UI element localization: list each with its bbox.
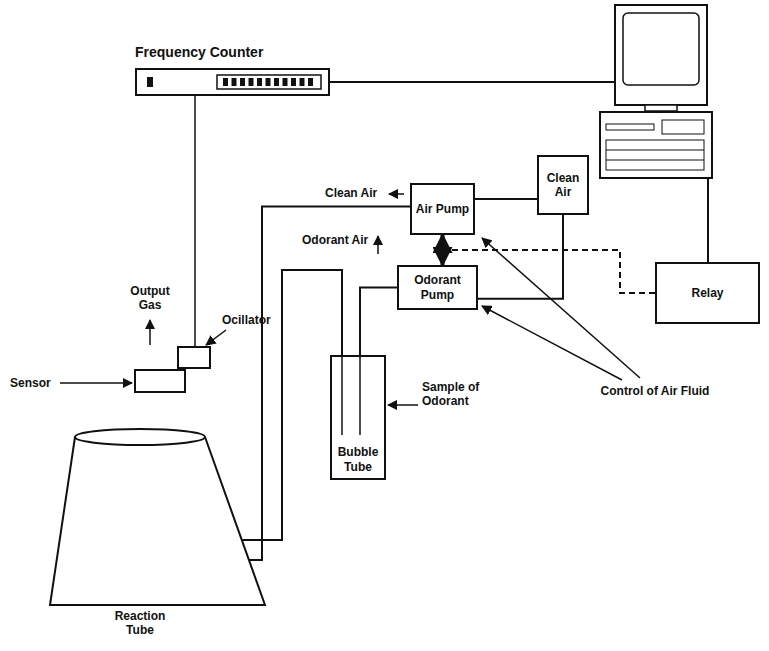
- counter-display: [137, 70, 328, 94]
- node-text: Bubble Tube: [332, 445, 384, 474]
- leader-arrow: [388, 404, 418, 406]
- flow-arrow: [377, 236, 379, 254]
- note-label: Control of Air Fluid: [596, 384, 714, 398]
- air-line: [441, 235, 445, 265]
- node-text: Odorant Pump: [399, 273, 476, 302]
- air-line: [475, 198, 537, 200]
- node-text: Reaction Tube: [102, 609, 178, 638]
- leader-arrow: [60, 382, 132, 384]
- signal-wire: [330, 81, 615, 83]
- source-box: Clean Air: [537, 155, 589, 215]
- bubble-tube: Bubble Tube: [330, 355, 386, 480]
- part-label: Sample of Odorant: [422, 380, 494, 409]
- pump-box: Air Pump: [410, 183, 475, 235]
- leader-arrow: [206, 330, 226, 345]
- relay-box: Relay: [655, 262, 760, 324]
- flow-label: Odorant Air: [302, 233, 368, 247]
- reaction-tube: Reaction Tube: [50, 425, 265, 610]
- node-text: Clean Air: [539, 171, 587, 200]
- signal-wire: [707, 178, 709, 262]
- flow-arrow: [389, 193, 404, 195]
- tube-line: [359, 355, 361, 435]
- air-line: [360, 288, 397, 356]
- part-label: Output Gas: [122, 284, 178, 313]
- node-text: Air Pump: [416, 202, 469, 216]
- leader-arrow: [482, 238, 640, 378]
- leader-arrow: [482, 306, 622, 380]
- air-line: [242, 270, 342, 540]
- air-line: [478, 215, 563, 299]
- pump-box: Odorant Pump: [397, 265, 478, 310]
- signal-wire: [194, 96, 196, 347]
- computer-illustration: [600, 5, 712, 178]
- node-text: Frequency Counter: [135, 44, 263, 61]
- oscillator-symbol: [178, 347, 210, 368]
- relay-control-line: [447, 250, 655, 293]
- sensor-symbol: [135, 370, 185, 392]
- part-label: Sensor: [10, 376, 51, 390]
- tube-line: [341, 355, 343, 435]
- flow-arrow: [149, 320, 151, 345]
- air-line: [249, 206, 410, 560]
- flow-label: Clean Air: [325, 186, 377, 200]
- node-text: Relay: [691, 286, 723, 300]
- reaction-tube-outline: [50, 425, 265, 610]
- frequency-counter: Frequency Counter: [135, 68, 330, 96]
- part-label: Ocillator: [222, 313, 271, 327]
